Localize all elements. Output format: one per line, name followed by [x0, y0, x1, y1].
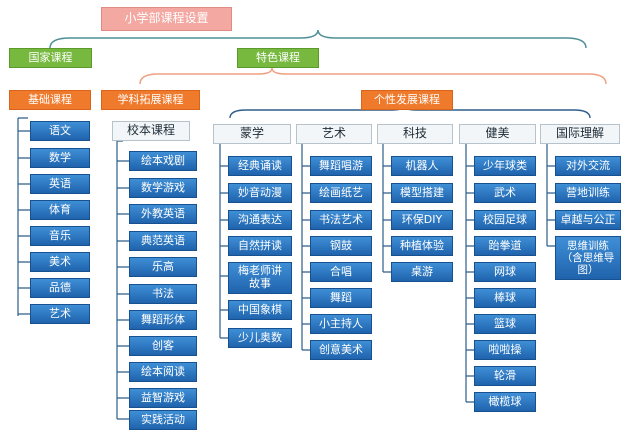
intl-item: 营地训练 — [555, 183, 621, 203]
intl-item: 卓越与公正 — [555, 210, 621, 230]
fitness-item: 轮滑 — [474, 366, 536, 386]
basic-item: 美术 — [30, 252, 90, 272]
group-header-tech: 科技 — [377, 124, 453, 144]
school-based-item: 创客 — [129, 336, 197, 356]
art-item: 小主持人 — [310, 314, 372, 334]
national-course-box: 国家课程 — [9, 48, 92, 68]
mengxue-item: 妙音动漫 — [228, 183, 292, 203]
mengxue-item: 自然拼读 — [228, 236, 292, 256]
art-item: 合唱 — [310, 262, 372, 282]
fitness-item: 啦啦操 — [474, 340, 536, 360]
basic-course-box: 基础课程 — [9, 90, 91, 110]
basic-item: 英语 — [30, 174, 90, 194]
tech-item: 环保DIY — [391, 210, 453, 230]
fitness-item: 网球 — [474, 262, 536, 282]
basic-item: 艺术 — [30, 304, 90, 324]
school-based-header: 校本课程 — [112, 121, 190, 141]
art-item: 舞蹈唱游 — [310, 156, 372, 176]
tech-item: 机器人 — [391, 156, 453, 176]
top-brace — [49, 29, 587, 49]
intl-item: 对外交流 — [555, 156, 621, 176]
mengxue-item: 沟通表达 — [228, 210, 292, 230]
fitness-item: 校园足球 — [474, 210, 536, 230]
mengxue-item: 中国象棋 — [228, 300, 292, 320]
art-item: 舞蹈 — [310, 288, 372, 308]
subject-ext-course-box: 学科拓展课程 — [101, 90, 200, 110]
school-based-item: 绘本阅读 — [129, 362, 197, 382]
fitness-item: 棒球 — [474, 288, 536, 308]
school-based-item: 数学游戏 — [129, 178, 197, 198]
school-based-item: 乐高 — [129, 257, 197, 277]
personal-dev-course-box: 个性发展课程 — [361, 90, 453, 110]
basic-item: 体育 — [30, 200, 90, 220]
school-based-item: 外教英语 — [129, 204, 197, 224]
mengxue-item: 经典诵读 — [228, 156, 292, 176]
fitness-item: 跆拳道 — [474, 236, 536, 256]
basic-item: 音乐 — [30, 226, 90, 246]
fitness-item: 少年球类 — [474, 156, 536, 176]
art-item: 创意美术 — [310, 340, 372, 360]
title-box: 小学部课程设置 — [101, 7, 232, 31]
fitness-item: 武术 — [474, 183, 536, 203]
school-based-item: 绘本戏剧 — [129, 151, 197, 171]
art-item: 钢鼓 — [310, 236, 372, 256]
special-course-box: 特色课程 — [237, 48, 319, 68]
intl-item: 思维训练 （含思维导 图） — [555, 236, 621, 280]
special-brace — [139, 67, 607, 85]
group-header-mengxue: 蒙学 — [213, 124, 291, 144]
group-header-intl: 国际理解 — [540, 124, 620, 144]
school-based-item: 益智游戏 — [129, 388, 197, 408]
fitness-item: 橄榄球 — [474, 392, 536, 412]
school-based-item: 舞蹈形体 — [129, 310, 197, 330]
tech-item: 模型搭建 — [391, 183, 453, 203]
mengxue-item: 少儿奥数 — [228, 328, 292, 348]
basic-item: 品德 — [30, 278, 90, 298]
school-based-item: 典范英语 — [129, 231, 197, 251]
basic-item: 语文 — [30, 121, 90, 141]
school-based-item: 实践活动 — [129, 410, 197, 430]
school-based-item: 书法 — [129, 284, 197, 304]
art-item: 书法艺术 — [310, 210, 372, 230]
mengxue-item: 梅老师讲 故事 — [228, 262, 292, 294]
art-item: 绘画纸艺 — [310, 183, 372, 203]
basic-item: 数学 — [30, 148, 90, 168]
group-header-fitness: 健美 — [459, 124, 536, 144]
tech-item: 种植体验 — [391, 236, 453, 256]
fitness-item: 篮球 — [474, 314, 536, 334]
group-header-art: 艺术 — [296, 124, 372, 144]
tech-item: 桌游 — [391, 262, 453, 282]
